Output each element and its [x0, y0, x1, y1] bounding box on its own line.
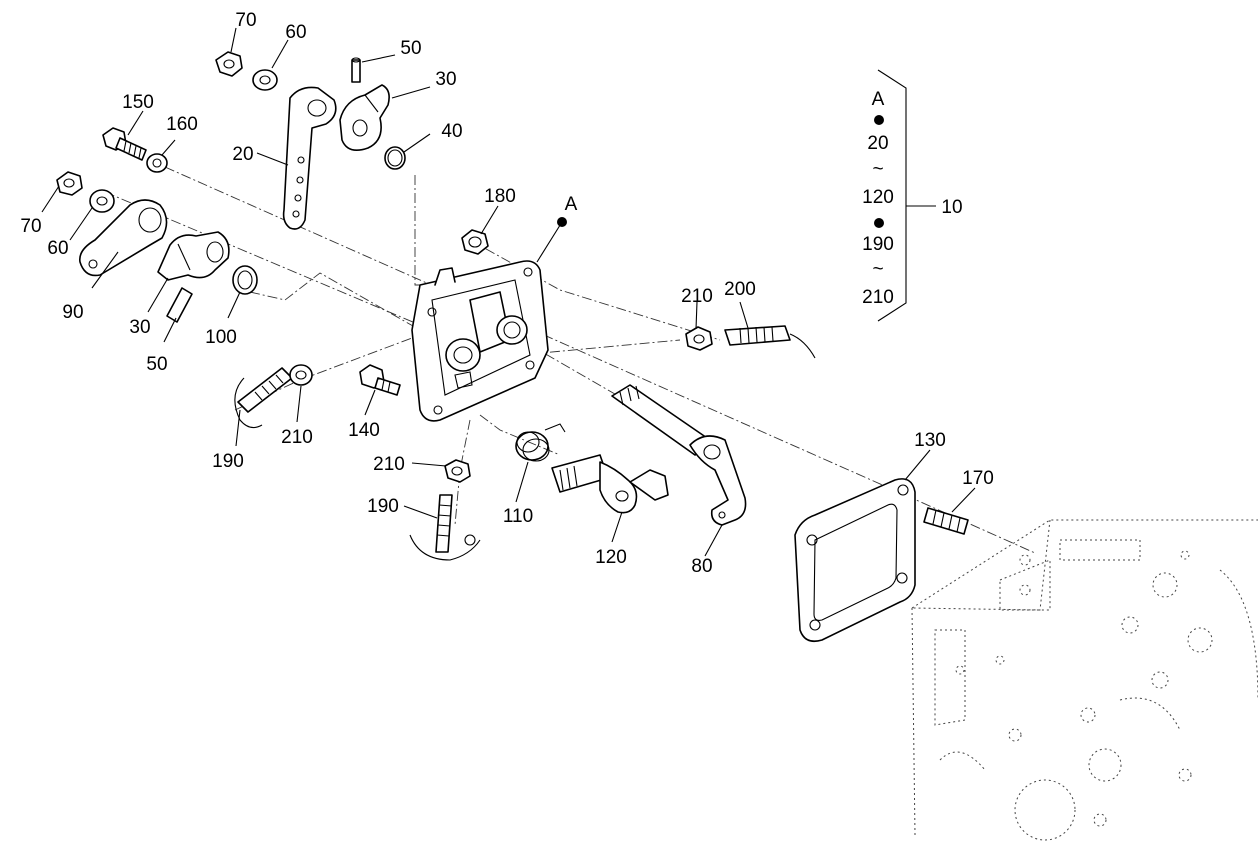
bushing-180: [461, 229, 489, 255]
label-210-left: 210: [281, 427, 313, 448]
label-60-left: 60: [47, 238, 68, 259]
label-200: 200: [724, 279, 756, 300]
label-20: 20: [232, 144, 253, 165]
legend-item-20: 20: [867, 133, 888, 154]
label-A-housing: A: [565, 194, 578, 215]
lever-90: [78, 199, 168, 277]
label-90: 90: [62, 302, 83, 323]
label-50-left: 50: [146, 354, 167, 375]
label-140: 140: [348, 420, 380, 441]
stud-190-lower: [409, 494, 481, 561]
housing-cover: [411, 260, 549, 422]
marker-A-dot: [536, 217, 567, 263]
label-160: 160: [166, 114, 198, 135]
label-50-top: 50: [400, 38, 421, 59]
legend-bullet: [874, 115, 884, 125]
label-60-top: 60: [285, 22, 306, 43]
shaft-120: [551, 454, 669, 514]
label-150: 150: [122, 92, 154, 113]
spring-110: [515, 423, 566, 462]
label-40: 40: [441, 121, 462, 142]
legend-bullet: [874, 218, 884, 228]
pin-50-left: [166, 287, 193, 323]
legend-item-A: A: [872, 89, 885, 110]
engine-block: [911, 519, 1258, 841]
clamp-30-left: [157, 231, 230, 281]
bolt-140: [359, 364, 401, 396]
washer-60-left: [89, 189, 115, 213]
nut-70-left: [56, 171, 83, 196]
label-130: 130: [914, 430, 946, 451]
label-190-left: 190: [212, 451, 244, 472]
label-30-left: 30: [129, 317, 150, 338]
stud-170: [923, 507, 969, 535]
nut-70-top: [215, 51, 243, 77]
label-70-top: 70: [235, 10, 256, 31]
lever-20: [282, 86, 337, 230]
label-180: 180: [484, 186, 516, 207]
label-100: 100: [205, 327, 237, 348]
legend-item-190: 190: [862, 234, 894, 255]
label-120: 120: [595, 547, 627, 568]
label-30-top: 30: [435, 69, 456, 90]
callout-labels: 70 60 50 30 40 150 160 20 70 60 90 30 50…: [20, 10, 993, 577]
legend-bracket: [877, 69, 907, 322]
legend-tilde: ~: [872, 159, 883, 180]
clamp-30-top: [339, 84, 390, 151]
bolt-150: [102, 127, 147, 161]
pin-50-top: [351, 57, 361, 83]
label-190-lower: 190: [367, 496, 399, 517]
label-70-left: 70: [20, 216, 41, 237]
oring-40: [384, 146, 406, 170]
nut-210-upper: [685, 326, 713, 351]
nut-210-lower: [444, 459, 471, 483]
label-80: 80: [691, 556, 712, 577]
washer-160: [146, 153, 168, 173]
seal-100: [232, 265, 258, 295]
label-170: 170: [962, 468, 994, 489]
stud-190-left: [234, 367, 293, 429]
label-110: 110: [503, 506, 533, 527]
legend-item-210: 210: [862, 287, 894, 308]
label-210-lower: 210: [373, 454, 405, 475]
leader-lines: [41, 27, 976, 557]
assembly-legend: A 20 ~ 120 190 ~ 210 10: [862, 69, 963, 322]
legend-item-120: 120: [862, 187, 894, 208]
label-210-upper: 210: [681, 286, 713, 307]
legend-tilde: ~: [872, 259, 883, 280]
legend-assembly-number: 10: [941, 197, 962, 218]
washer-60-top: [252, 69, 278, 91]
gasket-130: [794, 478, 916, 643]
nut-210-left: [289, 364, 313, 386]
stud-200: [724, 325, 816, 359]
